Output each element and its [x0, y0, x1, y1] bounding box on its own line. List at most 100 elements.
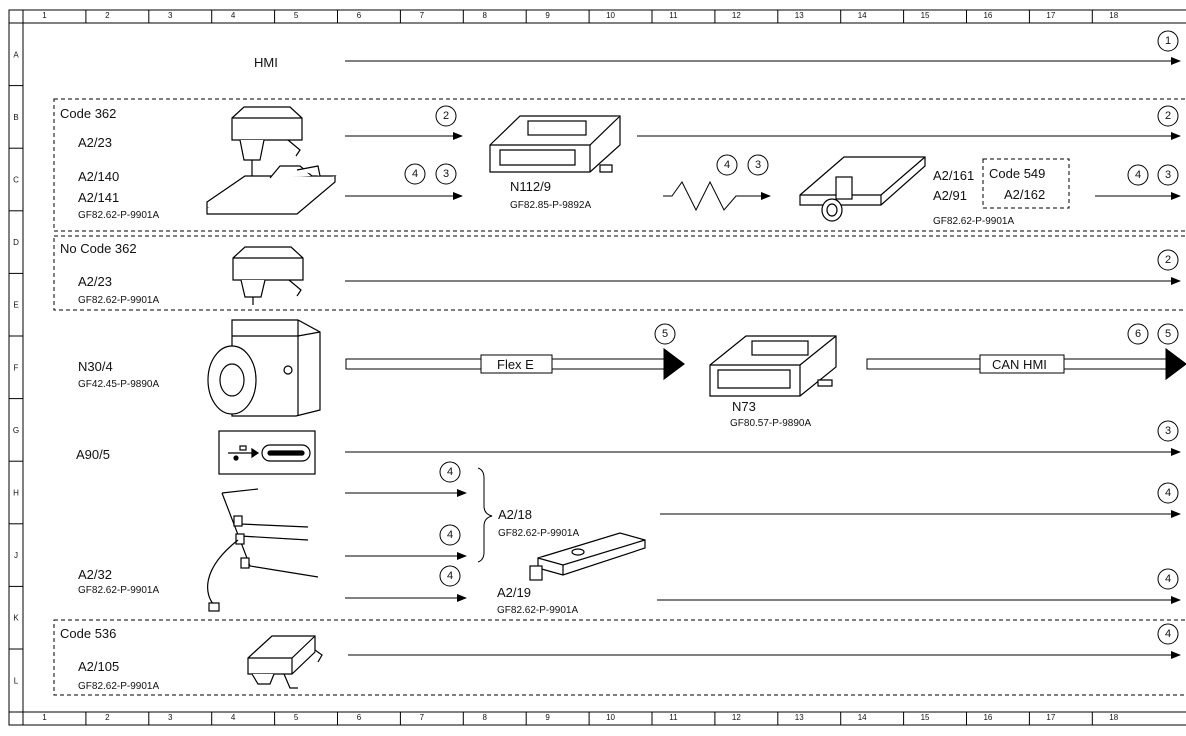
- grid-column-label: 2: [105, 713, 110, 722]
- grid-row-label: A: [13, 50, 19, 59]
- marker: 5: [1157, 323, 1179, 345]
- a2-105-doc-ref: GF82.62-P-9901A: [78, 681, 159, 692]
- n73-label: N73: [732, 399, 756, 414]
- a2-23-label: A2/23: [78, 135, 112, 150]
- n30-4-label: N30/4: [78, 359, 113, 374]
- grid-column-label: 15: [921, 11, 930, 20]
- grid-column-label: 16: [983, 11, 992, 20]
- grid-column-label: 11: [669, 713, 678, 722]
- svg-text:1: 1: [1165, 35, 1171, 47]
- code536-label: Code 536: [60, 626, 116, 641]
- a2-23-d-label: A2/23: [78, 274, 112, 289]
- grid-column-label: 7: [420, 11, 425, 20]
- svg-text:4: 4: [1165, 628, 1171, 640]
- grid-column-label: 7: [420, 713, 425, 722]
- svg-text:6: 6: [1135, 328, 1141, 340]
- grid-row-label: C: [13, 176, 19, 185]
- svg-text:3: 3: [443, 168, 449, 180]
- svg-text:3: 3: [755, 159, 761, 171]
- a2-18-label: A2/18: [498, 507, 532, 522]
- marker: 4: [716, 154, 738, 176]
- grid-column-label: 4: [231, 713, 236, 722]
- grid-column-label: 15: [921, 713, 930, 722]
- svg-text:5: 5: [662, 328, 668, 340]
- reference-markers: 1 2 2 4 3 4 3 4 3 2 5 6 5 3 4 4 4 4 4 4: [404, 30, 1179, 645]
- a2-162-label: A2/162: [1004, 187, 1045, 202]
- a2-18-doc-ref: GF82.62-P-9901A: [498, 528, 579, 539]
- a90-5-label: A90/5: [76, 447, 110, 462]
- a2-161-doc-ref: GF82.62-P-9901A: [933, 216, 1014, 227]
- hmi-label: HMI: [254, 55, 278, 70]
- svg-text:4: 4: [1165, 487, 1171, 499]
- a2-141-doc-ref: GF82.62-P-9901A: [78, 210, 159, 221]
- a2-141-label: A2/141: [78, 190, 119, 205]
- a2-19-doc-ref: GF82.62-P-9901A: [497, 605, 578, 616]
- a2-161-board-image: [799, 156, 926, 222]
- a2-23-d-module-image: [232, 246, 304, 305]
- grid-column-label: 18: [1109, 713, 1118, 722]
- a2-32-label: A2/32: [78, 567, 112, 582]
- svg-text:2: 2: [1165, 110, 1171, 122]
- code362-label: Code 362: [60, 106, 116, 121]
- svg-text:3: 3: [1165, 425, 1171, 437]
- can-hmi-label: CAN HMI: [992, 357, 1047, 372]
- grid-column-label: 10: [606, 713, 615, 722]
- section-code362: [53, 98, 1186, 232]
- a2-19-label: A2/19: [497, 585, 531, 600]
- grid-column-label: 8: [483, 713, 488, 722]
- box-code549: [982, 158, 1070, 209]
- grid-row-label: E: [13, 301, 18, 310]
- marker: 3: [435, 163, 457, 185]
- marker: 3: [747, 154, 769, 176]
- a2-140-label: A2/140: [78, 169, 119, 184]
- grid-column-label: 1: [42, 713, 47, 722]
- code549-label: Code 549: [989, 166, 1045, 181]
- marker: 5: [654, 323, 676, 345]
- grid-ruler: 1122334455667788991010111112121313141415…: [9, 10, 1119, 725]
- grid-row-label: B: [13, 113, 18, 122]
- svg-text:4: 4: [447, 529, 453, 541]
- grid-column-label: 3: [168, 713, 173, 722]
- n112-9-label: N112/9: [510, 179, 551, 194]
- grid-column-label: 14: [858, 11, 867, 20]
- grid-column-label: 13: [795, 713, 804, 722]
- grid-column-label: 5: [294, 713, 299, 722]
- svg-text:4: 4: [412, 168, 418, 180]
- flex-e-label-box: [480, 354, 553, 374]
- grid-row-label: F: [14, 363, 19, 372]
- a2-105-label: A2/105: [78, 659, 119, 674]
- section-code536: [53, 619, 1186, 696]
- svg-text:4: 4: [1135, 169, 1141, 181]
- grid-row-label: L: [14, 676, 19, 685]
- svg-text:2: 2: [443, 110, 449, 122]
- a2-18-brace: [477, 467, 493, 563]
- marker: 4: [439, 565, 461, 587]
- marker: 2: [1157, 105, 1179, 127]
- marker: 2: [435, 105, 457, 127]
- a2-23-module-image: [231, 106, 303, 176]
- grid-row-label: H: [13, 489, 19, 498]
- grid-column-label: 17: [1046, 713, 1055, 722]
- grid-column-label: 9: [545, 11, 550, 20]
- grid-column-label: 9: [545, 713, 550, 722]
- grid-column-label: 4: [231, 11, 236, 20]
- n112-9-module-image: [489, 115, 621, 173]
- marker: 4: [1127, 164, 1149, 186]
- marker: 6: [1127, 323, 1149, 345]
- svg-text:4: 4: [1165, 573, 1171, 585]
- grid-column-label: 6: [357, 11, 362, 20]
- no-code362-label: No Code 362: [60, 241, 137, 256]
- grid-column-label: 5: [294, 11, 299, 20]
- a2-141-plate-image: [206, 165, 337, 215]
- grid-column-label: 13: [795, 11, 804, 20]
- svg-text:5: 5: [1165, 328, 1171, 340]
- n112-9-doc-ref: GF82.85-P-9892A: [510, 200, 591, 211]
- a90-5-usb-port-image: [218, 430, 316, 475]
- n73-doc-ref: GF80.57-P-9890A: [730, 418, 811, 429]
- n30-4-doc-ref: GF42.45-P-9890A: [78, 379, 159, 390]
- a2-19-antenna-image: [529, 532, 646, 581]
- grid-column-label: 3: [168, 11, 173, 20]
- grid-row-label: G: [13, 426, 19, 435]
- a2-91-label: A2/91: [933, 188, 967, 203]
